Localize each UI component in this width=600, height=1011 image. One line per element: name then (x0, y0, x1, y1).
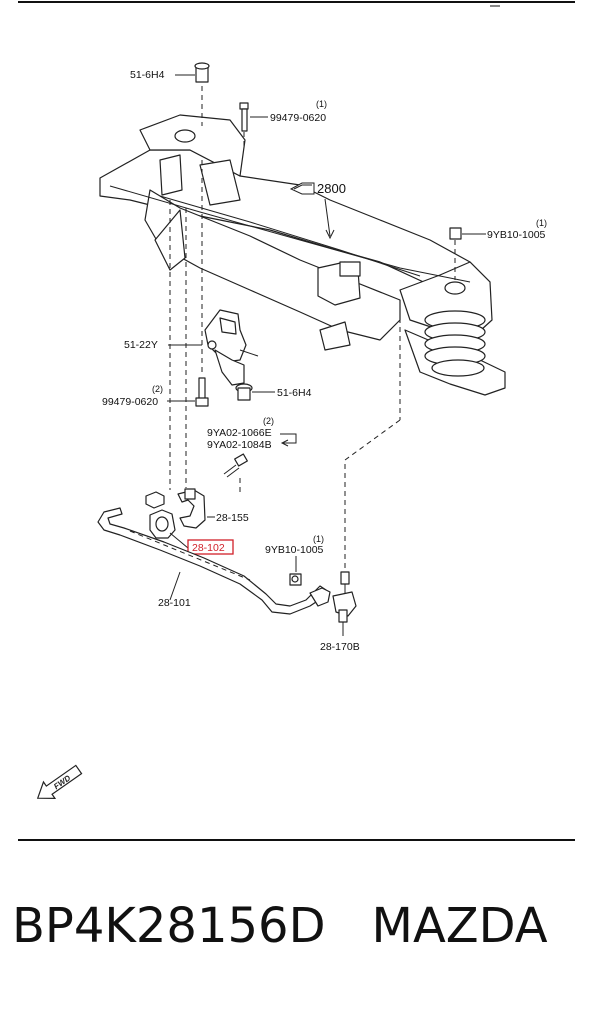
part-number: BP4K28156D (12, 898, 326, 954)
nut-51-6h4-mid (235, 383, 253, 401)
stabilizer-bar-28-101 (97, 507, 331, 615)
bushing-28-102 (145, 491, 176, 539)
qty-99479-top: (1) (316, 99, 327, 109)
label-28-155: 28-155 (216, 512, 249, 524)
label-99479-0620-mid: 99479-0620 (102, 396, 158, 408)
coil-spring (424, 310, 486, 377)
label-51-6h4-top: 51-6H4 (130, 69, 165, 81)
label-9yb10-1005-top: 9YB10-1005 (487, 229, 546, 241)
bolt-51-6h4-top (194, 62, 210, 126)
label-28-101: 28-101 (158, 597, 191, 609)
bracket-28-155 (177, 488, 206, 529)
highlight-box-28-102 (187, 539, 234, 555)
nut-9yb10-top (449, 227, 462, 280)
stabilizer-link-28-170b (332, 571, 357, 636)
guide-lines (169, 160, 401, 570)
label-51-6h4-mid: 51-6H4 (277, 387, 312, 399)
label-28-170b: 28-170B (320, 641, 360, 653)
label-9ya02-1084b: 9YA02-1084B (207, 439, 272, 451)
label-9yb10-1005-low: 9YB10-1005 (265, 544, 324, 556)
label-2800: 2800 (317, 181, 346, 196)
qty-99479-mid: (2) (152, 384, 163, 394)
label-28-102: 28-102 (192, 542, 225, 554)
nut-9yb10-low (289, 573, 302, 586)
qty-9yb10-low: (1) (313, 534, 324, 544)
label-99479-0620-top: 99479-0620 (270, 112, 326, 124)
qty-9yb10-top: (1) (536, 218, 547, 228)
ref-pointer-icon (289, 182, 315, 195)
qty-9ya02: (2) (263, 416, 274, 426)
label-9ya02-1066e: 9YA02-1066E (207, 427, 272, 439)
bolt-99479-0620-mid (195, 377, 209, 407)
fwd-arrow-icon: FWD (36, 764, 83, 799)
bolt-99479-0620-top (239, 102, 249, 150)
bolt-9ya02 (223, 453, 248, 478)
footer: BP4K28156D MAZDA (12, 898, 592, 954)
bracket-51-22y (204, 309, 259, 386)
label-51-22y: 51-22Y (124, 339, 158, 351)
brand-name: MAZDA (371, 898, 548, 954)
